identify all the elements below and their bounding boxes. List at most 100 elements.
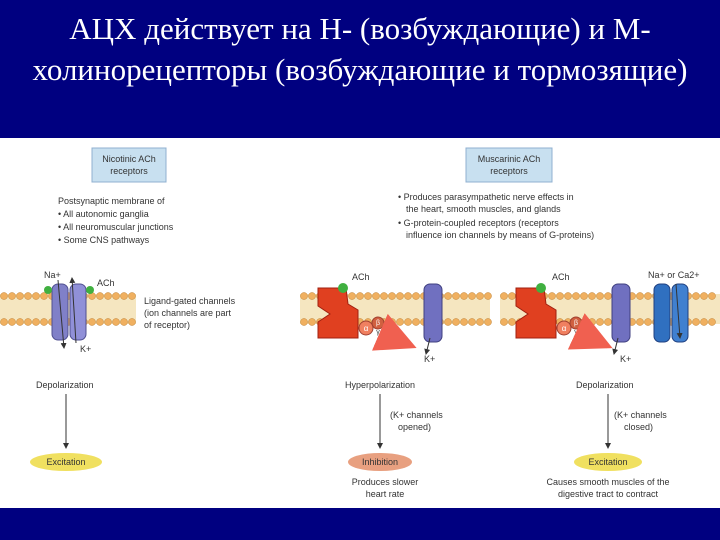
lipid-head	[112, 318, 120, 326]
inhibition-oval	[348, 453, 412, 471]
lipid-head	[104, 318, 112, 326]
lipid-head	[16, 292, 24, 300]
muscarinic-outcome-left-2: heart rate	[366, 489, 405, 499]
inhibition-label: Inhibition	[362, 457, 398, 467]
lipid-head	[564, 292, 572, 300]
lipid-head	[596, 292, 604, 300]
muscarinic-effect-left: Hyperpolarization	[345, 380, 415, 390]
lipid-head	[588, 292, 596, 300]
membrane-heads-nicotinic	[0, 292, 136, 326]
muscarinic-excitation-label: Excitation	[588, 457, 627, 467]
lipid-head	[128, 318, 136, 326]
muscarinic-bullet-4: influence ion channels by means of G-pro…	[406, 230, 594, 240]
muscarinic-bullet-3: • G-protein-coupled receptors (receptors	[398, 218, 559, 228]
lipid-head	[596, 318, 604, 326]
lipid-head	[444, 292, 452, 300]
muscarinic-outcome-left-1: Produces slower	[352, 477, 419, 487]
lipid-head	[476, 318, 484, 326]
lipid-head	[308, 318, 316, 326]
lipid-head	[96, 292, 104, 300]
nicotinic-bullet-3: • Some CNS pathways	[58, 235, 150, 245]
lipid-head	[700, 292, 708, 300]
gprotein-left-arrow	[371, 313, 417, 351]
muscarinic-excitation-oval	[574, 453, 642, 471]
muscarinic-outcome-right-1: Causes smooth muscles of the	[546, 477, 669, 487]
k-channel-right	[611, 283, 631, 343]
lipid-head	[460, 318, 468, 326]
lipid-head	[604, 318, 612, 326]
lipid-head	[452, 292, 460, 300]
muscarinic-k-left: K+	[424, 354, 435, 364]
lipid-head	[0, 292, 8, 300]
k-channel-left	[423, 283, 443, 343]
nicotinic-ach-label: ACh	[97, 278, 115, 288]
lipid-head	[396, 318, 404, 326]
lipid-head	[484, 318, 492, 326]
muscarinic-ach-left: ACh	[352, 272, 370, 282]
lipid-head	[32, 318, 40, 326]
bottom-band	[0, 508, 720, 540]
muscarinic-heading-box	[465, 147, 553, 183]
lipid-head	[476, 292, 484, 300]
muscarinic-heading-line-2: receptors	[490, 166, 528, 176]
gprotein-right-gamma: γ	[574, 329, 578, 336]
lipid-head	[380, 292, 388, 300]
lipid-head	[468, 318, 476, 326]
nicotinic-heading-line-2: receptors	[110, 166, 148, 176]
gprotein-right-beta: β	[574, 320, 578, 327]
lipid-head	[444, 318, 452, 326]
muscarinic-note-left-2: opened)	[398, 422, 431, 432]
lipid-head	[508, 318, 516, 326]
lipid-head	[500, 292, 508, 300]
nicotinic-channel	[44, 283, 94, 341]
muscarinic-ach-right: ACh	[552, 272, 570, 282]
nicotinic-na-label: Na+	[44, 270, 61, 280]
lipid-head	[16, 318, 24, 326]
lipid-head	[112, 292, 120, 300]
lipid-head	[708, 318, 716, 326]
gprotein-right-arrow	[567, 313, 613, 350]
slide-title: АЦХ действует на Н- (возбуждающие) и М-х…	[32, 11, 688, 87]
muscarinic-note-right-2: closed)	[624, 422, 653, 432]
muscarinic-receptor-left	[317, 287, 359, 339]
lipid-head	[692, 292, 700, 300]
lipid-head	[24, 318, 32, 326]
lipid-head	[396, 292, 404, 300]
nicotinic-effect: Depolarization	[36, 380, 94, 390]
ach-ligand-1	[44, 286, 52, 294]
lipid-head	[412, 292, 420, 300]
nicotinic-intro: Postsynaptic membrane of	[58, 196, 165, 206]
channel-note-2: (ion channels are part	[144, 308, 232, 318]
ach-ligand-left	[338, 283, 348, 293]
lipid-head	[128, 292, 136, 300]
lipid-head	[548, 292, 556, 300]
lipid-head	[372, 292, 380, 300]
lipid-head	[388, 292, 396, 300]
lipid-head	[88, 318, 96, 326]
lipid-head	[364, 292, 372, 300]
nicotinic-k-label: K+	[80, 344, 91, 354]
lipid-head	[636, 292, 644, 300]
lipid-head	[692, 318, 700, 326]
lipid-head	[348, 292, 356, 300]
muscarinic-note-right-1: (K+ channels	[614, 410, 667, 420]
lipid-head	[0, 318, 8, 326]
lipid-head	[460, 292, 468, 300]
lipid-head	[708, 292, 716, 300]
receptor-diagram-panel: Nicotinic ACh receptors Postsynaptic mem…	[0, 138, 720, 508]
receptor-diagram: Nicotinic ACh receptors Postsynaptic mem…	[0, 147, 720, 499]
lipid-head	[580, 292, 588, 300]
k-out-arrow	[69, 277, 77, 344]
channel-note-3: of receptor)	[144, 320, 190, 330]
lipid-head	[404, 318, 412, 326]
lipid-head	[508, 292, 516, 300]
lipid-head	[588, 318, 596, 326]
lipid-head	[412, 318, 420, 326]
nicotinic-bullet-1: • All autonomic ganglia	[58, 209, 149, 219]
lipid-head	[300, 292, 308, 300]
ach-ligand-right	[536, 283, 546, 293]
muscarinic-receptor-right	[515, 287, 557, 339]
lipid-head	[644, 292, 652, 300]
gprotein-right-alpha: α	[562, 324, 567, 333]
lipid-head	[40, 318, 48, 326]
